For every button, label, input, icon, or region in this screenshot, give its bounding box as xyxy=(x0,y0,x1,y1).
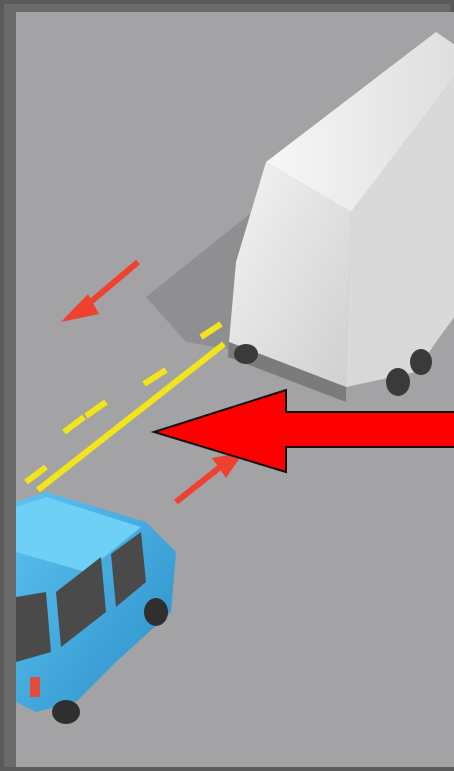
car-direction-arrow xyxy=(176,452,244,502)
pointer-arrow xyxy=(154,390,454,472)
car-window-left xyxy=(16,592,51,662)
road-scene xyxy=(16,12,454,767)
truck-wheel-right xyxy=(386,368,410,396)
car-taillight xyxy=(30,677,40,697)
truck-wheel-right-2 xyxy=(410,349,432,375)
truck xyxy=(228,32,454,402)
car xyxy=(16,492,176,724)
car-wheel-front xyxy=(144,598,168,626)
truck-wheel-left xyxy=(234,344,258,364)
scene-illustration xyxy=(16,12,454,767)
car-wheel-rear xyxy=(52,700,80,724)
truck-direction-arrow xyxy=(61,262,138,322)
road-center-lines xyxy=(26,324,224,490)
